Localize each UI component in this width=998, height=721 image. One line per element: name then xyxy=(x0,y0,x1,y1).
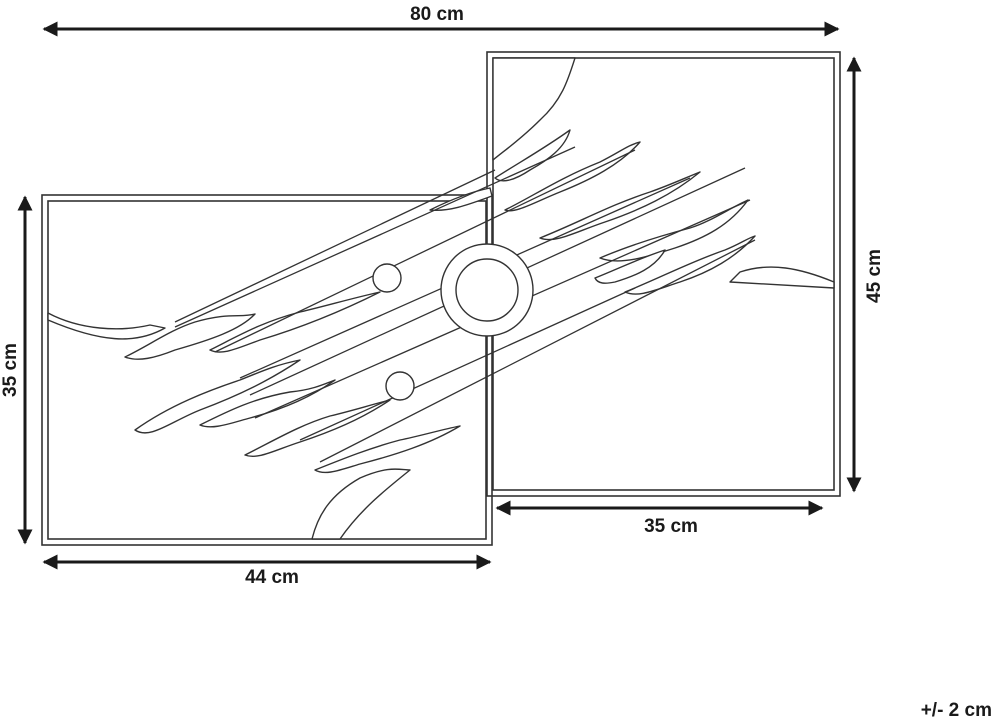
left-width-label: 44 cm xyxy=(245,567,299,588)
dimension-arrows xyxy=(17,21,862,570)
tolerance-label: +/- 2 cm xyxy=(921,700,992,721)
right-width-label: 35 cm xyxy=(644,516,698,537)
abstract-artwork xyxy=(47,57,835,540)
total-width-label: 80 cm xyxy=(410,4,464,25)
left-height-label: 35 cm xyxy=(0,343,21,397)
left-panel xyxy=(41,194,493,546)
right-height-label: 45 cm xyxy=(864,249,885,303)
